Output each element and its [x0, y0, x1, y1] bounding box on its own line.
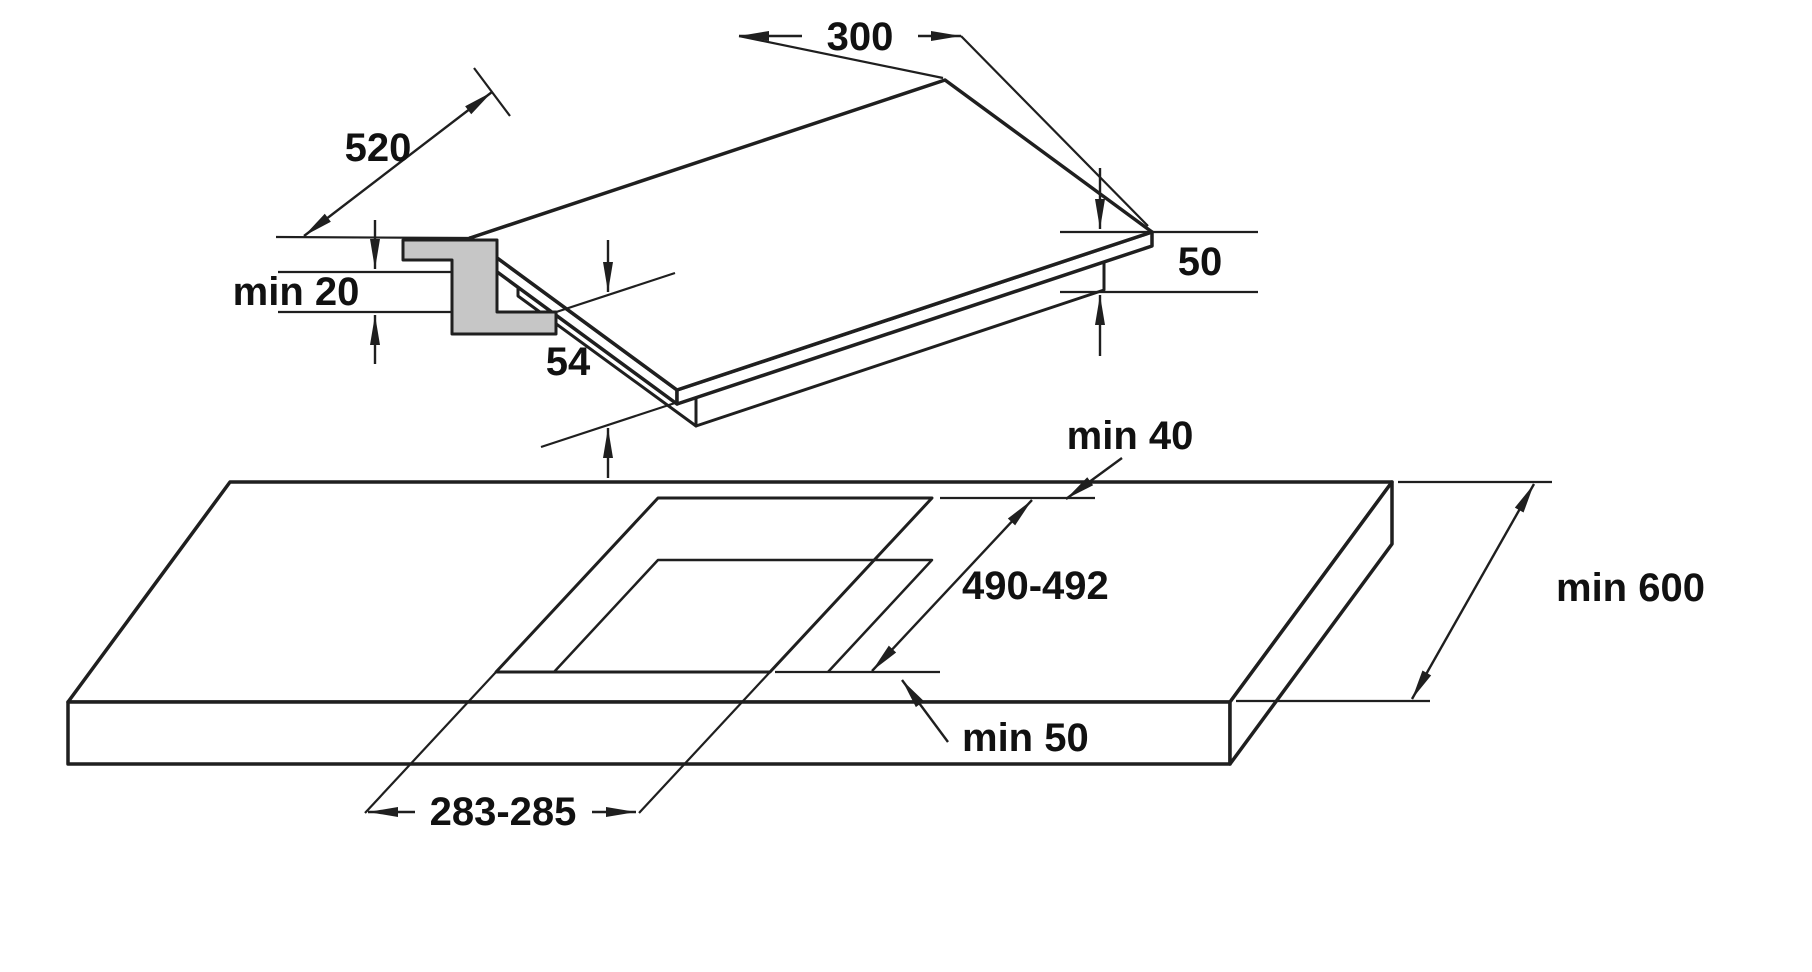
dim-cutout-depth-label: 490-492	[962, 564, 1109, 608]
dim-worktop-depth-label: min 600	[1556, 566, 1705, 610]
dim-front-distance: min 50	[775, 670, 1089, 760]
dim-hob-height: 50	[1060, 168, 1258, 356]
hob-view: 520 300 50 54	[233, 15, 1258, 478]
extension-line	[638, 671, 771, 814]
dim-hob-height-label: 50	[1178, 240, 1223, 284]
leader-arrow-line	[1065, 457, 1123, 500]
hob-glass	[468, 78, 1154, 406]
worktop-view: min 40 490-492 min 600 min 50 283-285	[66, 414, 1705, 834]
dim-clearance-below-label: min 20	[233, 270, 360, 314]
dim-hob-depth-label: 520	[345, 126, 412, 170]
dim-cutout-width-label: 283-285	[430, 790, 577, 834]
dim-arrow-line	[1410, 483, 1536, 700]
extension-line	[540, 401, 676, 449]
dim-front-distance-label: min 50	[962, 716, 1089, 760]
worktop-slab	[66, 480, 1394, 766]
dim-hob-depth: 520	[275, 67, 511, 240]
dim-arrow-line	[303, 91, 493, 237]
extension-line	[738, 34, 944, 80]
dim-hob-below-worktop-label: 54	[546, 340, 591, 384]
dim-worktop-depth: min 600	[1236, 480, 1705, 703]
dim-hob-below-worktop: 54	[540, 240, 676, 478]
mounting-bracket	[401, 238, 558, 336]
dim-hob-width: 300	[738, 15, 1149, 227]
worktop-right-face	[1228, 480, 1394, 766]
extension-line	[540, 271, 676, 319]
dim-cutout-width: 283-285	[364, 671, 771, 834]
dim-rear-distance: min 40	[940, 414, 1194, 500]
dim-arrow-line	[871, 499, 1033, 672]
dim-clearance-below: min 20	[233, 220, 452, 364]
extension-line	[275, 235, 471, 240]
extension-line	[364, 671, 497, 814]
dim-hob-width-label: 300	[827, 15, 894, 59]
extension-line	[960, 35, 1149, 227]
dim-rear-distance-label: min 40	[1067, 414, 1194, 458]
dim-cutout-depth: 490-492	[871, 499, 1109, 672]
leader-arrow-line	[901, 679, 949, 743]
